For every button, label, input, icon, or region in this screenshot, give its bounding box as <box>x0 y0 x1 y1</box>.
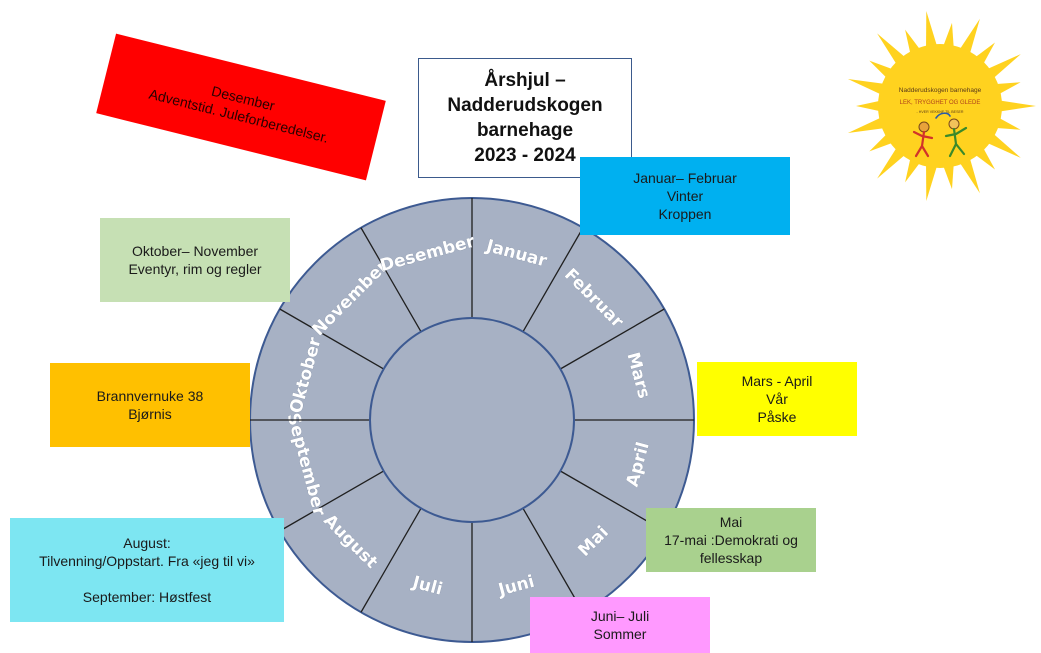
logo-subtitle: - HVER VEKKNE TIL BESER <box>917 110 964 114</box>
note-line: Eventyr, rim og regler <box>128 261 262 277</box>
august-september-note: August: Tilvenning/Oppstart. Fra «jeg ti… <box>10 518 284 622</box>
note-line: Vår <box>766 391 788 407</box>
note-line: Sommer <box>593 626 647 642</box>
januar-februar-note: Januar– Februar Vinter Kroppen <box>580 157 790 235</box>
brannvernuke-note: Brannvernuke 38 Bjørnis <box>50 363 250 447</box>
month-divider <box>279 470 384 532</box>
note-line: Brannvernuke 38 <box>96 388 204 404</box>
note-line: Oktober– November <box>131 243 259 259</box>
sun-disc <box>878 44 1002 168</box>
note-line: August: <box>123 535 171 551</box>
title-line: barnehage <box>476 120 574 141</box>
sun-ray <box>847 79 889 97</box>
title-line: 2023 - 2024 <box>474 145 576 166</box>
note-line: Januar– Februar <box>633 170 737 186</box>
note-line: Tilvenning/Oppstart. Fra «jeg til vi» <box>39 553 255 569</box>
kindergarten-sun-logo: Nadderudskogen barnehage LEK, TRYGGHET O… <box>847 11 1036 201</box>
month-divider <box>522 508 584 613</box>
children-drawing-icon <box>912 112 968 158</box>
note-line: Mai <box>719 514 743 530</box>
title-line: Nadderudskogen <box>447 95 603 116</box>
sun-ray <box>957 154 980 194</box>
month-divider <box>522 227 584 332</box>
title-line: Årshjul – <box>484 70 566 91</box>
month-divider <box>360 508 422 613</box>
note-line: Mars - April <box>741 373 813 389</box>
note-line: Påske <box>757 409 797 425</box>
note-line: fellesskap <box>699 550 763 566</box>
note-line: Kroppen <box>658 206 712 222</box>
note-line: Juni– Juli <box>590 608 650 624</box>
oktober-november-note: Oktober– November Eventyr, rim og regler <box>100 218 290 302</box>
sun-ray <box>856 99 885 113</box>
note-line: Vinter <box>666 188 704 204</box>
sun-ray <box>847 115 889 133</box>
mai-note: Mai 17-mai :Demokrati og fellesskap <box>646 508 816 572</box>
sun-ray <box>957 18 980 58</box>
month-divider <box>279 308 384 370</box>
logo-name: Nadderudskogen barnehage <box>899 87 982 94</box>
note-line: 17-mai :Demokrati og <box>664 532 798 548</box>
note-line: Bjørnis <box>128 406 172 422</box>
sun-ray <box>995 99 1036 113</box>
wheel-inner-circle <box>369 317 575 523</box>
juni-juli-note: Juni– Juli Sommer <box>530 597 710 653</box>
month-divider <box>360 227 422 332</box>
month-divider <box>560 308 665 370</box>
mars-april-note: Mars - April Vår Påske <box>697 362 857 436</box>
logo-slogan: LEK, TRYGGHET OG GLEDE <box>900 100 981 106</box>
note-line: September: Høstfest <box>82 589 212 605</box>
sun-ray <box>926 11 939 52</box>
sun-ray <box>926 160 939 201</box>
